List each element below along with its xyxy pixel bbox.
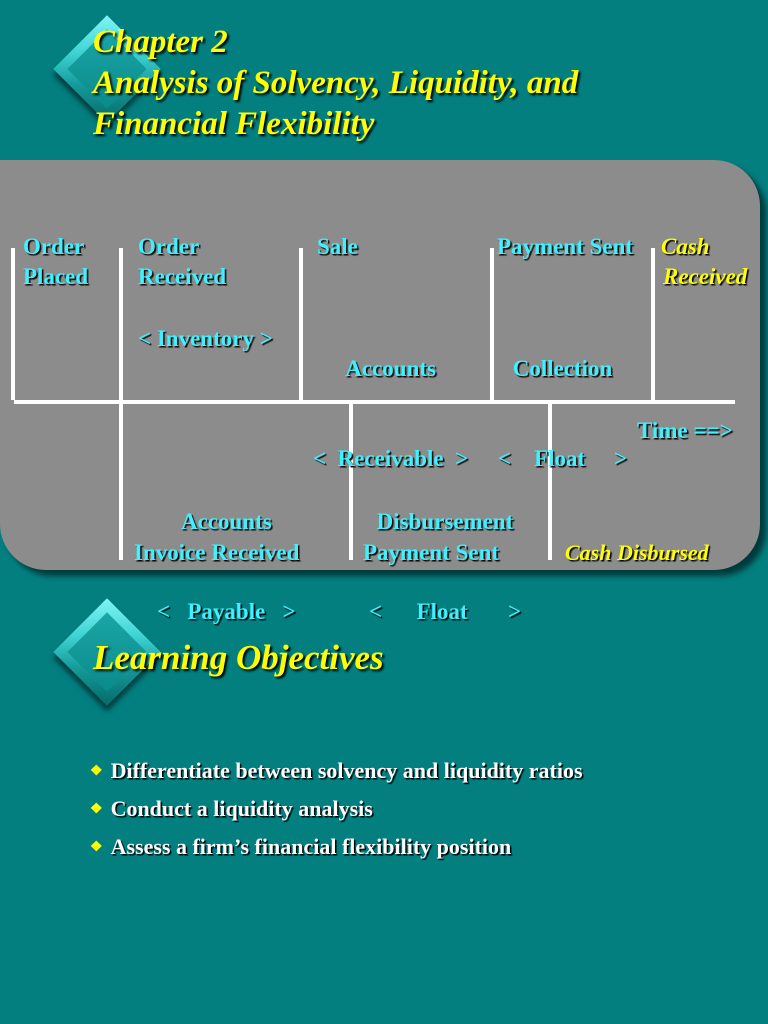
event-tick-invoice-received [119,404,123,560]
period-label-inventory: < Inventory > [138,326,273,351]
title-line-1: Chapter 2 [93,24,228,60]
slide-title: Chapter 2 Analysis of Solvency, Liquidit… [93,22,578,145]
objectives-list: ❖Differentiate between solvency and liqu… [90,752,583,866]
event-tick-order-received [119,248,123,400]
event-tick-sale [299,248,303,400]
cash-cycle-timeline: Order Placed Order Received Sale Payment… [0,160,760,624]
period-label-collection-float: Collection < Float > [498,356,628,471]
diamond-bullet-icon: ❖ [90,764,103,779]
diamond-bullet-icon: ❖ [90,840,103,855]
event-tick-payment-sent [490,248,494,400]
list-item: ❖Differentiate between solvency and liqu… [90,758,583,783]
event-label-payment-sent: Payment Sent [497,234,634,259]
list-item: ❖Conduct a liquidity analysis [90,796,373,821]
event-label-invoice-received: Invoice Received [134,540,300,565]
event-label-cash-disbursed: Cash Disbursed [565,540,709,565]
event-label-order-placed: Order Placed [23,234,89,289]
event-label-cash-received: Cash Received [661,234,748,289]
event-tick-payment-sent-bottom [349,404,353,560]
period-label-accounts-payable: Accounts < Payable > [157,509,296,624]
title-line-3: Financial Flexibility [93,106,375,142]
period-label-accounts-receivable: Accounts < Receivable > [313,356,469,471]
event-label-payment-sent-bottom: Payment Sent [363,540,500,565]
list-item: ❖Assess a firm’s financial flexibility p… [90,834,512,859]
event-tick-order-placed [11,248,15,400]
title-line-2: Analysis of Solvency, Liquidity, and [93,65,579,101]
event-tick-cash-received [651,248,655,400]
event-label-order-received: Order Received [138,234,227,289]
event-label-sale: Sale [317,234,358,259]
event-tick-cash-disbursed [548,404,552,560]
time-axis [14,400,735,404]
objectives-title: Learning Objectives [93,638,384,677]
diamond-bullet-icon: ❖ [90,802,103,817]
period-label-disbursement-float: Disbursement < Float > [369,509,522,624]
time-axis-label: Time ==> [637,418,733,443]
